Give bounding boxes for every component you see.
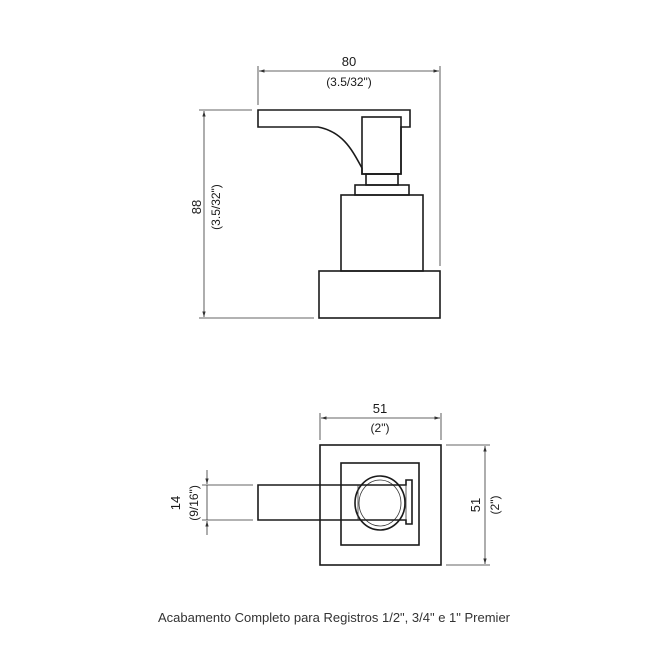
top-lever-in: (9/16"): [187, 485, 201, 521]
side-width-in: (3.5/32"): [326, 75, 372, 89]
side-collar: [354, 184, 410, 196]
side-base-block: [318, 270, 441, 319]
top-width-mm: 51: [373, 401, 387, 416]
side-view: 80 (3.5/32") 88 (3.5/32"): [189, 54, 441, 319]
top-outer-plate: [319, 444, 442, 566]
top-lever: [257, 479, 413, 525]
side-width-mm: 80: [342, 54, 356, 69]
top-width-in: (2"): [371, 421, 390, 435]
top-round-hub: [354, 475, 406, 531]
side-lever: [257, 109, 411, 175]
side-lever-hub: [361, 116, 402, 175]
drawing-caption: Acabamento Completo para Registros 1/2",…: [158, 610, 511, 625]
side-body: [340, 194, 424, 272]
top-inner-square: [340, 462, 420, 546]
side-height-in: (3.5/32"): [209, 184, 223, 230]
top-lever-mm: 14: [168, 496, 183, 510]
side-height-mm: 88: [189, 200, 204, 214]
top-view: 51 (2") 51 (2") 14 (9/16"): [168, 401, 502, 566]
top-height-mm: 51: [468, 498, 483, 512]
top-height-in: (2"): [488, 496, 502, 515]
side-stem: [365, 173, 399, 186]
